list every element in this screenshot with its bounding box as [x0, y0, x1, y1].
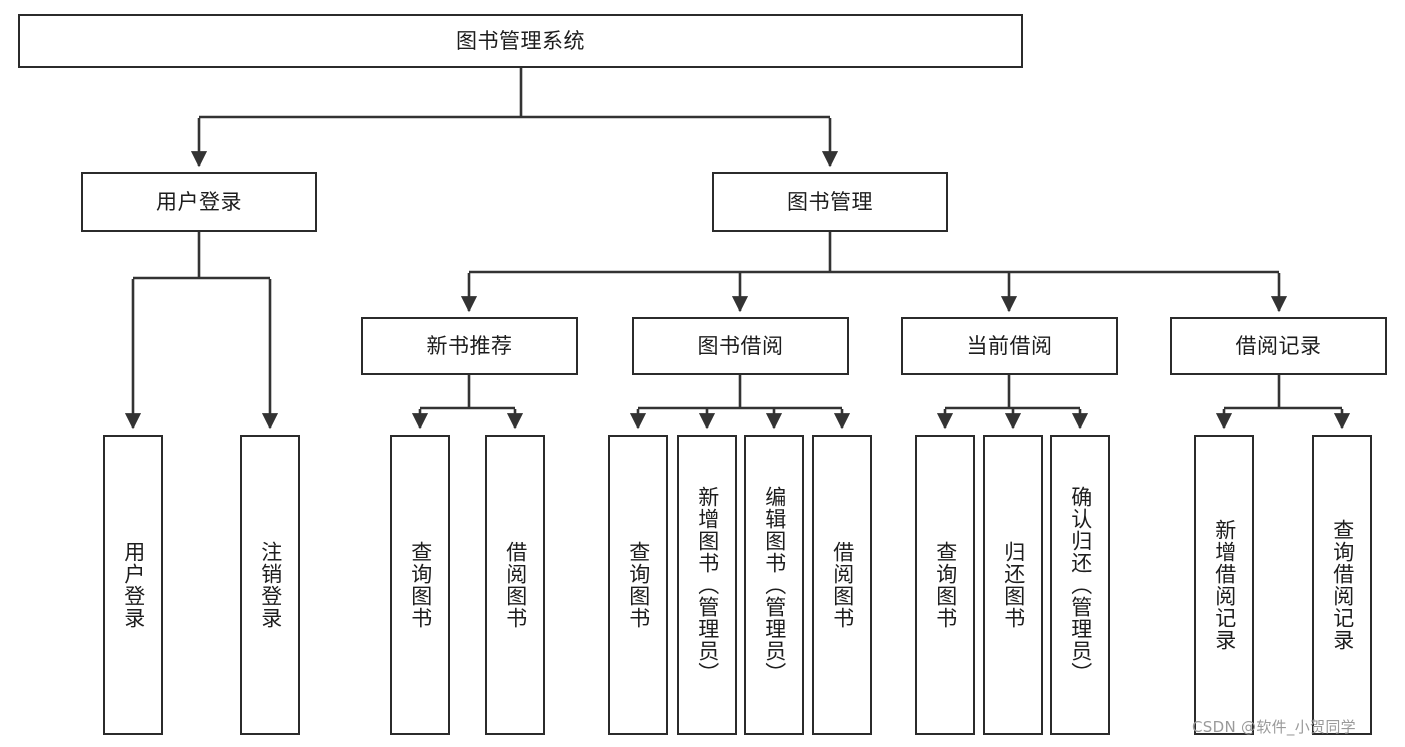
node-borrow-record-label: 借阅记录: [1235, 333, 1322, 358]
node-current-borrow-label: 当前借阅: [966, 333, 1053, 358]
node-new-book-recommend-label: 新书推荐: [426, 333, 513, 358]
node-book-management-label: 图书管理: [787, 189, 873, 214]
leaf-nb-query-book-label: 查询图书: [408, 541, 433, 629]
leaf-bb-query-book[interactable]: 查询图书: [608, 435, 668, 735]
leaf-nb-borrow-book[interactable]: 借阅图书: [485, 435, 545, 735]
node-user-login-label: 用户登录: [156, 189, 242, 214]
node-borrow-record[interactable]: 借阅记录: [1170, 317, 1387, 375]
node-root-system[interactable]: 图书管理系统: [18, 14, 1023, 68]
leaf-cb-return-book-label: 归还图书: [1001, 541, 1026, 629]
leaf-cb-query-book[interactable]: 查询图书: [915, 435, 975, 735]
leaf-bb-borrow-book[interactable]: 借阅图书: [812, 435, 872, 735]
leaf-bb-borrow-book-label: 借阅图书: [830, 541, 855, 629]
leaf-br-query-record[interactable]: 查询借阅记录: [1312, 435, 1372, 735]
leaf-br-add-record-label: 新增借阅记录: [1212, 519, 1237, 651]
leaf-cb-confirm-return-label: 确认归还（管理员）: [1068, 486, 1093, 684]
leaf-nb-query-book[interactable]: 查询图书: [390, 435, 450, 735]
leaf-logout-label: 注销登录: [258, 541, 283, 629]
node-book-borrow-label: 图书借阅: [697, 333, 784, 358]
node-current-borrow[interactable]: 当前借阅: [901, 317, 1118, 375]
node-root-system-label: 图书管理系统: [456, 28, 585, 53]
leaf-user-login[interactable]: 用户登录: [103, 435, 163, 735]
leaf-bb-add-book-label: 新增图书（管理员）: [695, 486, 720, 684]
leaf-br-query-record-label: 查询借阅记录: [1330, 519, 1355, 651]
leaf-user-login-label: 用户登录: [121, 541, 146, 629]
node-new-book-recommend[interactable]: 新书推荐: [361, 317, 578, 375]
leaf-logout[interactable]: 注销登录: [240, 435, 300, 735]
node-book-management[interactable]: 图书管理: [712, 172, 948, 232]
leaf-br-add-record[interactable]: 新增借阅记录: [1194, 435, 1254, 735]
leaf-nb-borrow-book-label: 借阅图书: [503, 541, 528, 629]
leaf-cb-return-book[interactable]: 归还图书: [983, 435, 1043, 735]
node-user-login[interactable]: 用户登录: [81, 172, 317, 232]
node-book-borrow[interactable]: 图书借阅: [632, 317, 849, 375]
leaf-bb-edit-book[interactable]: 编辑图书（管理员）: [744, 435, 804, 735]
leaf-bb-add-book[interactable]: 新增图书（管理员）: [677, 435, 737, 735]
leaf-cb-query-book-label: 查询图书: [933, 541, 958, 629]
leaf-cb-confirm-return[interactable]: 确认归还（管理员）: [1050, 435, 1110, 735]
leaf-bb-edit-book-label: 编辑图书（管理员）: [762, 486, 787, 684]
leaf-bb-query-book-label: 查询图书: [626, 541, 651, 629]
